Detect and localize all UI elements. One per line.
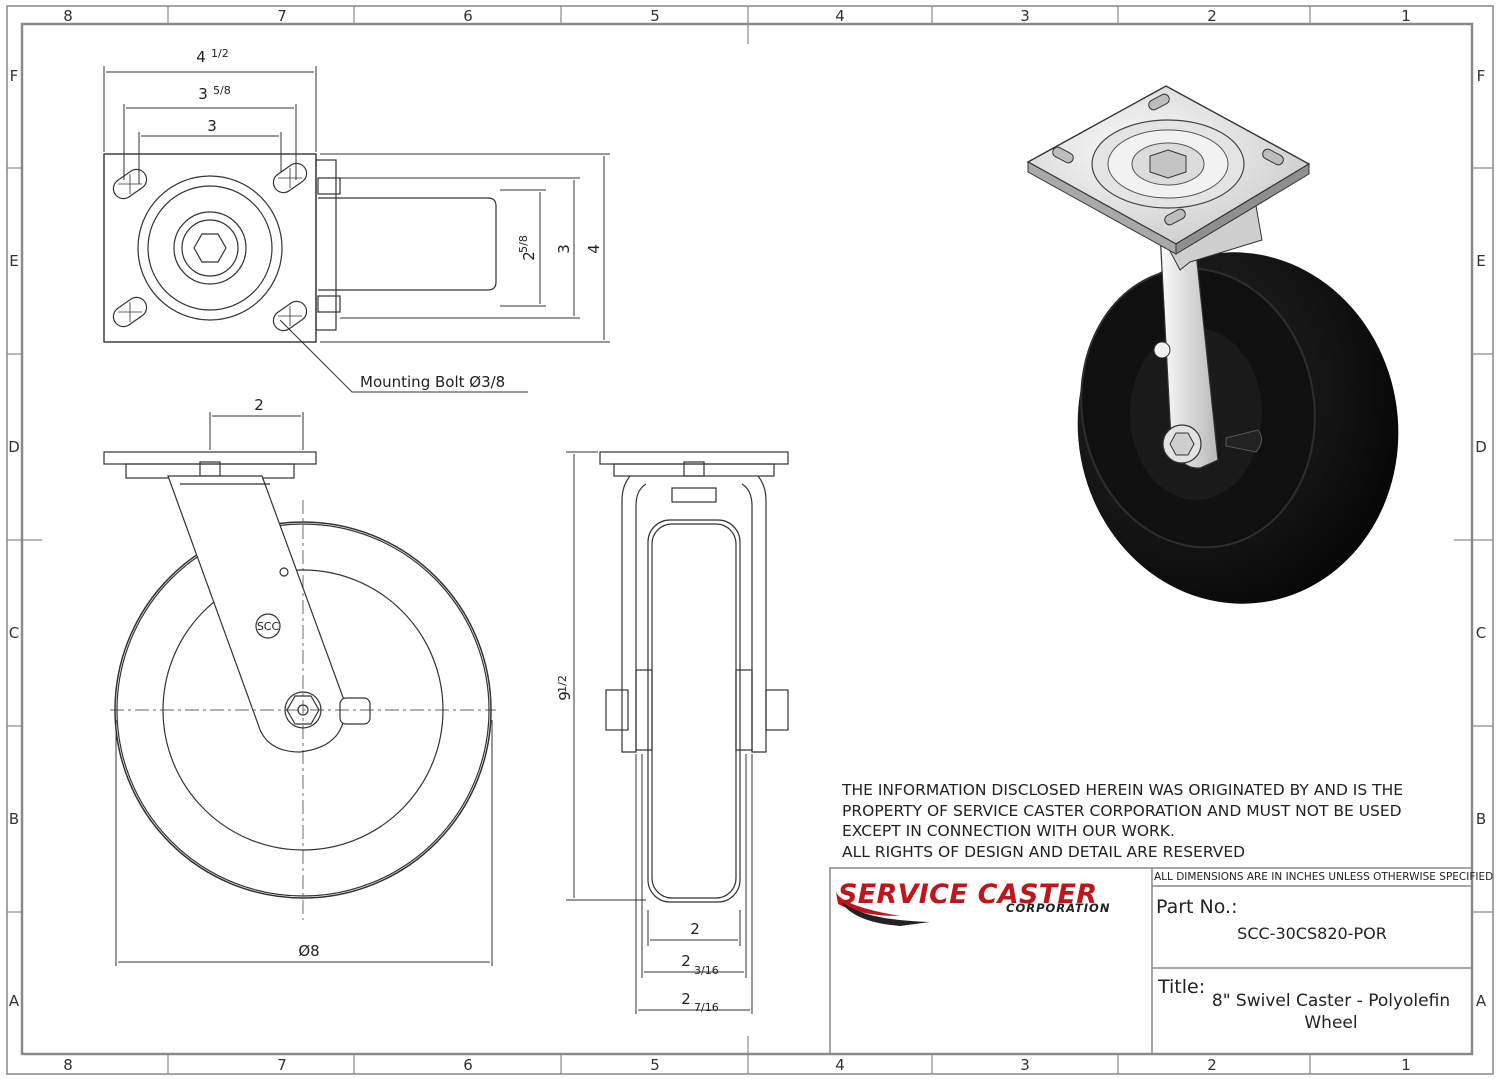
mounting-bolt-value: Ø3/8	[469, 373, 506, 391]
zone-ticks	[7, 6, 1493, 1074]
zone-row-label: E	[1476, 252, 1485, 270]
dim-height-3: 3	[555, 244, 573, 254]
drawing-title: 8" Swivel Caster - Polyolefin Wheel	[1186, 990, 1476, 1034]
side-view	[103, 451, 496, 920]
dim-hub-frac: 3/16	[694, 964, 719, 977]
zone-col-label: 6	[463, 7, 473, 25]
dimensions-note: ALL DIMENSIONS ARE IN INCHES UNLESS OTHE…	[1154, 871, 1494, 883]
zone-row-label: A	[9, 992, 20, 1010]
zone-col-label: 2	[1207, 1056, 1217, 1074]
dim-offset: 2	[254, 396, 264, 414]
mounting-bolt-label: Mounting Bolt	[360, 373, 465, 391]
logo-swoosh	[836, 892, 930, 926]
zone-col-label: 3	[1020, 7, 1030, 25]
dim-slot-frac: 5/8	[517, 235, 530, 253]
dim-leg-frac: 7/16	[694, 1001, 719, 1014]
dim-slot: 2	[520, 251, 538, 261]
dim-leg: 2	[681, 990, 691, 1008]
dim-bolt-outer-frac: 5/8	[213, 84, 231, 97]
title-label: Title:	[1158, 976, 1206, 998]
top-view-dim-labels: 4 1/2 3 5/8 3 2 5/8 3 4	[196, 47, 603, 261]
notice-line: EXCEPT IN CONNECTION WITH OUR WORK.	[842, 822, 1175, 841]
confidentiality-notice: THE INFORMATION DISCLOSED HEREIN WAS ORI…	[842, 780, 1442, 862]
zone-row-label: C	[1476, 624, 1486, 642]
part-no-label: Part No.:	[1156, 896, 1238, 918]
zone-col-label: 4	[835, 1056, 845, 1074]
dim-overall-width: 4	[196, 48, 206, 66]
mounting-bolt-callout: Mounting Bolt Ø3/8	[360, 373, 505, 391]
zone-col-label: 1	[1401, 1056, 1411, 1074]
company-logo-subtext: CORPORATION	[1006, 901, 1111, 915]
dim-bolt-inner: 3	[207, 117, 217, 135]
zone-row-label: C	[9, 624, 19, 642]
notice-line: THE INFORMATION DISCLOSED HEREIN WAS ORI…	[842, 781, 1404, 799]
zone-col-label: 2	[1207, 7, 1217, 25]
zone-row-label: D	[8, 438, 20, 456]
zone-col-label: 8	[63, 7, 73, 25]
zone-row-label: E	[9, 252, 18, 270]
caster-iso-render	[1026, 85, 1399, 604]
dim-wheel-dia: Ø8	[298, 942, 319, 960]
part-number: SCC-30CS820-POR	[1237, 924, 1387, 943]
zone-row-label: F	[1477, 67, 1486, 85]
zone-col-label: 3	[1020, 1056, 1030, 1074]
drawing-title-line: Wheel	[1304, 1013, 1358, 1033]
zone-col-label: 5	[650, 7, 660, 25]
dim-height-4: 4	[585, 244, 603, 254]
dim-bolt-outer: 3	[198, 85, 208, 103]
front-view-dimensions	[566, 451, 753, 1014]
zone-col-label: 7	[277, 7, 287, 25]
drawing-title-line: 8" Swivel Caster - Polyolefin	[1211, 991, 1451, 1011]
zone-col-label: 6	[463, 1056, 473, 1074]
front-view	[599, 451, 789, 903]
dim-height-frac: 1/2	[556, 675, 569, 693]
zone-row-label: B	[9, 810, 19, 828]
dim-overall-width-frac: 1/2	[211, 47, 229, 60]
dim-height: 9	[556, 691, 574, 701]
notice-line: ALL RIGHTS OF DESIGN AND DETAIL ARE RESE…	[842, 842, 1246, 861]
top-view	[103, 153, 497, 343]
zone-row-label: D	[1475, 438, 1487, 456]
side-view-dimensions	[115, 412, 493, 966]
zone-row-label: F	[10, 67, 19, 85]
top-view-dimensions	[103, 66, 610, 393]
zone-col-label: 8	[63, 1056, 73, 1074]
zone-col-label: 1	[1401, 7, 1411, 25]
zone-col-label: 7	[277, 1056, 287, 1074]
scc-badge: SCC	[257, 620, 280, 633]
notice-line: PROPERTY OF SERVICE CASTER CORPORATION A…	[842, 801, 1402, 820]
zone-row-label: A	[1476, 992, 1487, 1010]
dim-hub: 2	[681, 952, 691, 970]
company-logo-text: SERVICE CASTER	[838, 879, 1098, 910]
dim-tread: 2	[690, 920, 700, 938]
zone-col-label: 4	[835, 7, 845, 25]
zone-row-label: B	[1476, 810, 1486, 828]
title-block-frame	[829, 867, 1473, 1055]
zone-col-label: 5	[650, 1056, 660, 1074]
